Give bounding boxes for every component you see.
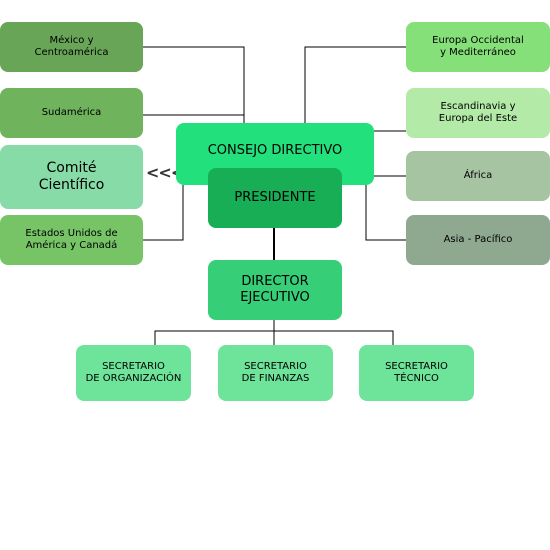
- region-africa-label: África: [463, 169, 493, 181]
- region-mexico-centroamerica: México y Centroamérica: [0, 22, 143, 72]
- connector-asia: [365, 185, 406, 241]
- region-europa-occidental-label: Europa Occidental y Mediterráneo: [432, 34, 524, 59]
- region-escandinavia: Escandinavia y Europa del Este: [406, 88, 550, 138]
- region-mexico-label: México y Centroamérica: [34, 34, 109, 59]
- secretario-tecnico: SECRETARIO TÉCNICO: [359, 345, 474, 401]
- region-asia-pacifico-label: Asia - Pacífico: [443, 233, 513, 245]
- secretario-tecnico-label: SECRETARIO TÉCNICO: [385, 360, 448, 385]
- secretario-finanzas: SECRETARIO DE FINANZAS: [218, 345, 333, 401]
- region-escandinavia-label: Escandinavia y Europa del Este: [438, 100, 518, 125]
- director-ejecutivo-label: DIRECTOR EJECUTIVO: [240, 273, 310, 305]
- secretario-organizacion-label: SECRETARIO DE ORGANIZACIÓN: [85, 360, 182, 385]
- comite-cientifico-label: Comité Científico: [38, 159, 105, 194]
- secretario-organizacion: SECRETARIO DE ORGANIZACIÓN: [76, 345, 191, 401]
- region-europa-occidental: Europa Occidental y Mediterráneo: [406, 22, 550, 72]
- presidente-label: PRESIDENTE: [234, 189, 316, 205]
- region-usa-canada: Estados Unidos de América y Canadá: [0, 215, 143, 265]
- region-africa: África: [406, 151, 550, 201]
- director-ejecutivo: DIRECTOR EJECUTIVO: [208, 260, 342, 320]
- presidente: PRESIDENTE: [208, 168, 342, 228]
- consejo-directivo-label: CONSEJO DIRECTIVO: [207, 143, 343, 158]
- connector-usa-canada: [143, 185, 184, 241]
- region-usa-canada-label: Estados Unidos de América y Canadá: [25, 227, 118, 252]
- comite-cientifico: Comité Científico: [0, 145, 143, 209]
- region-asia-pacifico: Asia - Pacífico: [406, 215, 550, 265]
- arrow-marker: <<<: [146, 163, 184, 182]
- connector-mexico: [143, 46, 245, 123]
- region-sudamerica-label: Sudamérica: [41, 106, 102, 118]
- connector-europa-occidental: [304, 46, 406, 123]
- secretario-finanzas-label: SECRETARIO DE FINANZAS: [241, 360, 310, 385]
- region-sudamerica: Sudamérica: [0, 88, 143, 138]
